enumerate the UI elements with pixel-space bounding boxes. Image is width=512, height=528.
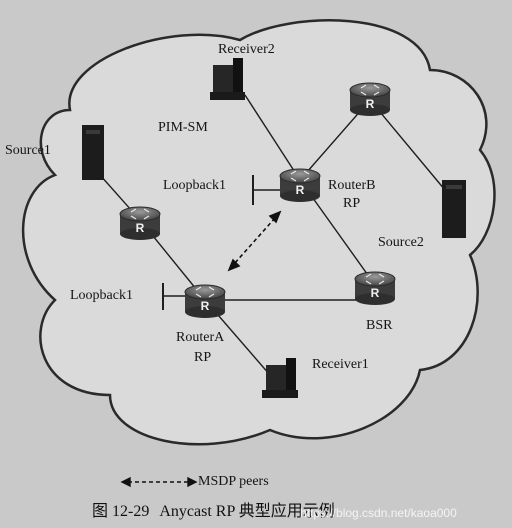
label-bsr: BSR [366, 318, 393, 333]
legend-arrow-right [187, 476, 198, 488]
msdp-peer-link [233, 217, 276, 265]
receiver1-workstation-icon [262, 358, 298, 398]
label-loopback-b: Loopback1 [163, 178, 226, 193]
label-source1: Source1 [5, 143, 51, 158]
label-router-b-name: RouterB [328, 178, 376, 193]
link-receiver2-routerb [244, 94, 301, 181]
label-receiver2: Receiver2 [218, 42, 275, 57]
msdp-arrow-head-bottom [227, 258, 241, 272]
label-pim-sm: PIM-SM [158, 120, 208, 135]
receiver2-workstation-icon [210, 58, 245, 100]
router-glyph: R [366, 97, 375, 111]
label-loopback-a: Loopback1 [70, 288, 133, 303]
legend-label: MSDP peers [198, 474, 269, 489]
router-glyph: R [201, 299, 210, 313]
label-source2: Source2 [378, 235, 424, 250]
router-glyph: R [371, 286, 380, 300]
router-glyph: R [136, 221, 145, 235]
figure-title: Anycast RP 典型应用示例 [159, 503, 335, 520]
watermark-url: https://blog.csdn.net/kaoa000 [300, 506, 457, 520]
msdp-arrow-head-top [268, 210, 282, 224]
source1-server-icon [82, 125, 104, 180]
source2-server-icon [442, 180, 466, 238]
figure-caption: 图 12-29 Anycast RP 典型应用示例 [92, 503, 341, 521]
label-router-b-role: RP [343, 196, 361, 211]
network-cloud [21, 19, 496, 446]
label-receiver1: Receiver1 [312, 357, 369, 372]
figure-number: 图 12-29 [92, 503, 150, 520]
label-router-a-name: RouterA [176, 330, 225, 345]
legend-arrow-left [120, 476, 131, 488]
link-router-top-source2 [369, 99, 446, 191]
router-glyph: R [296, 183, 305, 197]
label-router-a-role: RP [194, 350, 212, 365]
